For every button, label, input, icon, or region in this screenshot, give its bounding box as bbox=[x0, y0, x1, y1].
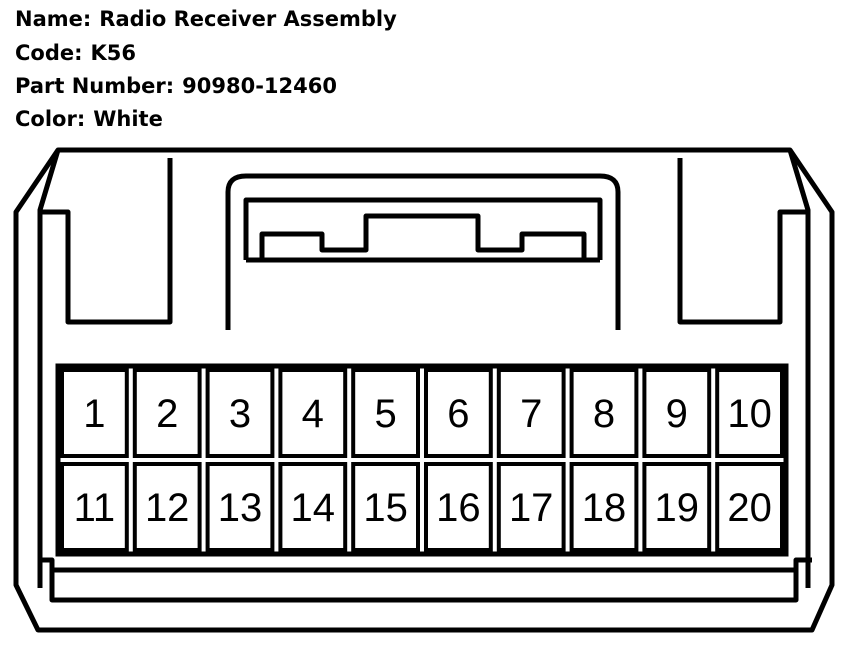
pin-number-label: 12 bbox=[145, 486, 190, 530]
pin-cavity bbox=[278, 462, 348, 552]
pin-cavity bbox=[351, 462, 421, 552]
pin-number-label: 5 bbox=[374, 392, 396, 436]
pin-cavity bbox=[642, 462, 712, 552]
pin-cavity bbox=[205, 368, 275, 458]
housing-right-ledge bbox=[677, 158, 808, 325]
color-value: White bbox=[93, 107, 163, 131]
pin-number-label: 14 bbox=[291, 486, 336, 530]
pin-number-label: 18 bbox=[582, 486, 627, 530]
pin-cavity bbox=[569, 368, 639, 458]
pin-cavity bbox=[132, 368, 202, 458]
name-label: Name: bbox=[15, 7, 92, 31]
pin-cavity bbox=[715, 462, 785, 552]
pin-cavity bbox=[60, 462, 129, 552]
part-number-label: Part Number: bbox=[15, 74, 175, 98]
pin-number-label: 20 bbox=[727, 486, 772, 530]
pin-number-label: 1 bbox=[83, 392, 105, 436]
pin-cavity bbox=[205, 462, 275, 552]
housing-left-ledge bbox=[40, 158, 173, 325]
pin-number-label: 10 bbox=[727, 392, 772, 436]
color-label: Color: bbox=[15, 107, 86, 131]
connector-name: Name: Radio Receiver Assembly bbox=[15, 7, 397, 31]
pin-number-label: 3 bbox=[229, 392, 251, 436]
pin-number-label: 11 bbox=[74, 486, 116, 530]
code-label: Code: bbox=[15, 41, 83, 65]
pin-number-label: 13 bbox=[218, 486, 263, 530]
pin-cavity bbox=[351, 368, 421, 458]
connector-part-number: Part Number: 90980-12460 bbox=[15, 74, 337, 98]
pin-number-label: 17 bbox=[509, 486, 554, 530]
locking-tab-outer bbox=[225, 173, 621, 330]
pin-number-label: 19 bbox=[655, 486, 700, 530]
connector-housing-outline bbox=[13, 147, 835, 633]
pin-cavity bbox=[60, 368, 129, 458]
locking-tab-latch bbox=[259, 213, 587, 260]
pin-cavity bbox=[496, 368, 566, 458]
connector-color: Color: White bbox=[15, 107, 163, 131]
pin-number-label: 4 bbox=[302, 392, 324, 436]
housing-left-wing bbox=[37, 149, 61, 588]
locking-tab-inner bbox=[243, 197, 603, 260]
pin-number-label: 2 bbox=[156, 392, 178, 436]
pin-cavity bbox=[424, 368, 493, 458]
pin-cavity bbox=[642, 368, 712, 458]
part-number-value: 90980-12460 bbox=[182, 74, 337, 98]
pin-number-label: 15 bbox=[363, 486, 408, 530]
pin-number-label: 7 bbox=[520, 392, 542, 436]
name-value: Radio Receiver Assembly bbox=[99, 7, 397, 31]
pin-cavity bbox=[715, 368, 785, 458]
pin-cavity bbox=[569, 462, 639, 552]
pin-number-label: 8 bbox=[593, 392, 615, 436]
housing-bottom-rail bbox=[38, 557, 812, 603]
pin-number-label: 16 bbox=[436, 486, 481, 530]
housing-right-wing bbox=[787, 149, 811, 588]
connector-code: Code: K56 bbox=[15, 41, 136, 65]
code-value: K56 bbox=[90, 41, 137, 65]
pin-cavity bbox=[424, 462, 493, 552]
pin-cavity bbox=[132, 462, 202, 552]
pin-cavity bbox=[496, 462, 566, 552]
pin-number-label: 9 bbox=[666, 392, 688, 436]
pin-cavity bbox=[278, 368, 348, 458]
pin-number-label: 6 bbox=[447, 392, 469, 436]
pin-cavity-frame bbox=[55, 363, 789, 557]
